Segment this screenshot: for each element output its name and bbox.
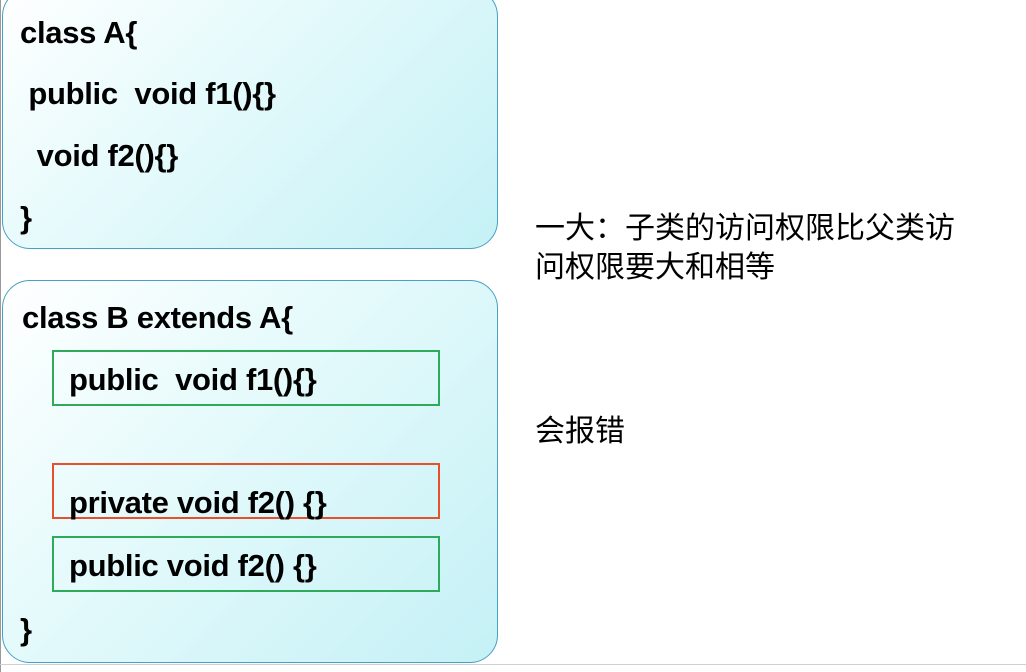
class-a-header: class A{ <box>20 15 138 50</box>
class-a-method-f2: void f2(){} <box>20 138 179 173</box>
class-b-method-f2-private: private void f2() {} <box>69 485 327 520</box>
class-b-method-f2-public: public void f2() {} <box>69 548 317 583</box>
error-note: 会报错 <box>535 414 625 449</box>
class-b-header: class B extends A{ <box>22 300 293 335</box>
access-rule-line2: 问权限要大和相等 <box>535 250 775 285</box>
f2-ok-outline <box>52 536 440 592</box>
bottom-border <box>0 664 1026 665</box>
f2-error-outline <box>52 463 440 519</box>
class-a-method-f1: public void f1(){} <box>20 76 276 111</box>
class-b-panel <box>2 280 498 663</box>
class-a-closing-brace: } <box>20 200 32 235</box>
access-rule-line1: 一大：子类的访问权限比父类访 <box>535 211 955 246</box>
class-b-method-f1: public void f1(){} <box>69 362 317 397</box>
f1-ok-outline <box>52 350 440 406</box>
left-border <box>0 0 1 672</box>
class-b-closing-brace: } <box>20 612 32 647</box>
class-a-panel <box>2 0 498 249</box>
